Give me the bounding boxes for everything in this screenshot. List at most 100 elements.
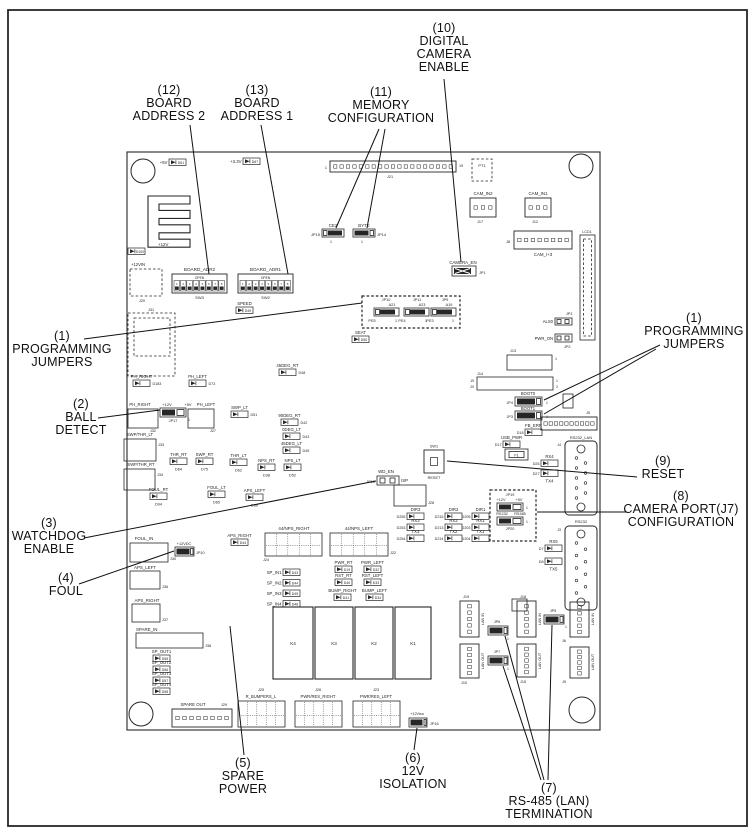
rc bbox=[496, 502, 524, 512]
svg-text:J28: J28 bbox=[428, 501, 434, 505]
jp14: JP14 bbox=[377, 232, 387, 237]
1: 1 bbox=[507, 637, 509, 641]
callout-line: WATCHDOG bbox=[12, 529, 87, 543]
isp: ISP bbox=[401, 478, 408, 483]
rc bbox=[176, 548, 190, 555]
svg-text:APS_RIGHT: APS_RIGHT bbox=[135, 598, 160, 603]
svg-text:45DEG_LT: 45DEG_LT bbox=[281, 441, 303, 446]
j27: J27 bbox=[210, 429, 216, 433]
svg-text:J38: J38 bbox=[205, 644, 211, 648]
callout-line: (12) bbox=[157, 83, 180, 97]
svg-text:+12VDC: +12VDC bbox=[177, 542, 192, 546]
svg-text:PE3: PE3 bbox=[426, 319, 433, 323]
r-bumpers-l: R_BUMPERS_L bbox=[246, 694, 277, 699]
callout-line: MEMORY bbox=[352, 98, 410, 112]
rs232: RS232 bbox=[496, 512, 508, 516]
svg-text:19: 19 bbox=[459, 164, 463, 168]
rc bbox=[176, 409, 185, 416]
svg-text:D52: D52 bbox=[289, 474, 296, 478]
svg-text:D8: D8 bbox=[539, 560, 544, 564]
pwr-res-right: PWR/RES_RIGHT bbox=[301, 694, 336, 699]
byte: BYTE bbox=[358, 223, 370, 228]
a19: A19 bbox=[446, 303, 453, 307]
conn bbox=[569, 646, 590, 679]
j28: J28 bbox=[428, 501, 434, 505]
jp17: JP17 bbox=[169, 419, 178, 423]
svg-text:FOUL_IN: FOUL_IN bbox=[135, 536, 154, 541]
rc bbox=[543, 614, 565, 625]
svg-text:D57: D57 bbox=[162, 679, 168, 683]
svg-text:JP20: JP20 bbox=[506, 527, 515, 531]
grid: ····· bbox=[264, 532, 323, 557]
svg-text:LAN IN: LAN IN bbox=[591, 613, 595, 625]
swp-thr-rt: SWP/THR_RT bbox=[127, 462, 155, 467]
k2: K2 bbox=[354, 606, 394, 680]
svg-text:D58: D58 bbox=[162, 690, 168, 694]
svg-text:8: 8 bbox=[287, 282, 289, 286]
j17: J17 bbox=[477, 220, 483, 224]
5v: D61+5V bbox=[160, 158, 187, 166]
svg-text:D45: D45 bbox=[292, 592, 298, 596]
rc bbox=[499, 518, 511, 524]
svg-text:SPEED: SPEED bbox=[237, 301, 252, 306]
svg-text:PH_LEFT: PH_LEFT bbox=[188, 374, 207, 379]
callout-line: PROGRAMMING bbox=[12, 342, 111, 356]
led: D100 bbox=[127, 247, 146, 255]
callout-4-foul: (4)FOUL bbox=[49, 550, 175, 598]
svg-text:WD_EN: WD_EN bbox=[378, 469, 394, 474]
svg-text:DIR3: DIR3 bbox=[411, 507, 421, 512]
svg-text:FB_ERR: FB_ERR bbox=[525, 423, 542, 428]
callout-line: JUMPERS bbox=[663, 337, 724, 351]
grid: ····· bbox=[352, 700, 401, 728]
svg-text:6: 6 bbox=[208, 282, 210, 286]
j25: J25 bbox=[258, 688, 264, 692]
19: 19 bbox=[459, 164, 463, 168]
svg-text:+12V: +12V bbox=[158, 242, 168, 247]
callout-line: (8) bbox=[673, 489, 689, 503]
44-nps-left: 44/NPS_LEFT bbox=[345, 526, 374, 531]
callout-line: ADDRESS 2 bbox=[133, 109, 206, 123]
lcd1: LCD1 bbox=[582, 230, 591, 234]
svg-text:D66: D66 bbox=[251, 504, 258, 508]
svg-text:7: 7 bbox=[280, 282, 282, 286]
svg-text:PH_RIGHT: PH_RIGHT bbox=[129, 402, 151, 407]
svg-text:D65: D65 bbox=[213, 501, 220, 505]
svg-text:SP_OUT3: SP_OUT3 bbox=[152, 671, 172, 676]
callout-line: POWER bbox=[219, 782, 267, 796]
svg-text:J25: J25 bbox=[258, 688, 264, 692]
svg-text:PWR_ON: PWR_ON bbox=[535, 336, 553, 341]
callout-line: RESET bbox=[642, 467, 685, 481]
sp-out3: D57 SP_OUT3 bbox=[152, 671, 172, 684]
svg-text:SPARE_IN: SPARE_IN bbox=[136, 627, 157, 632]
cam-in2: CAM_IN2 bbox=[473, 191, 493, 196]
44-nps-right: 44/NPS_RIGHT bbox=[278, 526, 310, 531]
mounting-hole bbox=[568, 696, 596, 724]
grid: ····· bbox=[237, 700, 286, 728]
j30: J30 bbox=[170, 557, 176, 561]
rc bbox=[405, 309, 410, 315]
j23: J23 bbox=[373, 688, 379, 692]
svg-text:D42: D42 bbox=[301, 421, 308, 425]
svg-text:RX4: RX4 bbox=[545, 454, 554, 459]
svg-text:LAN OUT: LAN OUT bbox=[481, 652, 485, 669]
lan-in: LAN IN bbox=[538, 613, 542, 625]
svg-text:PWR/RES_LEFT: PWR/RES_LEFT bbox=[360, 694, 393, 699]
rc bbox=[536, 412, 541, 419]
1: 1 bbox=[425, 319, 427, 323]
svg-text:4: 4 bbox=[261, 282, 263, 286]
svg-text:D214: D214 bbox=[435, 537, 444, 541]
callout-line: (13) bbox=[245, 83, 268, 97]
svg-text:D51: D51 bbox=[251, 413, 258, 417]
